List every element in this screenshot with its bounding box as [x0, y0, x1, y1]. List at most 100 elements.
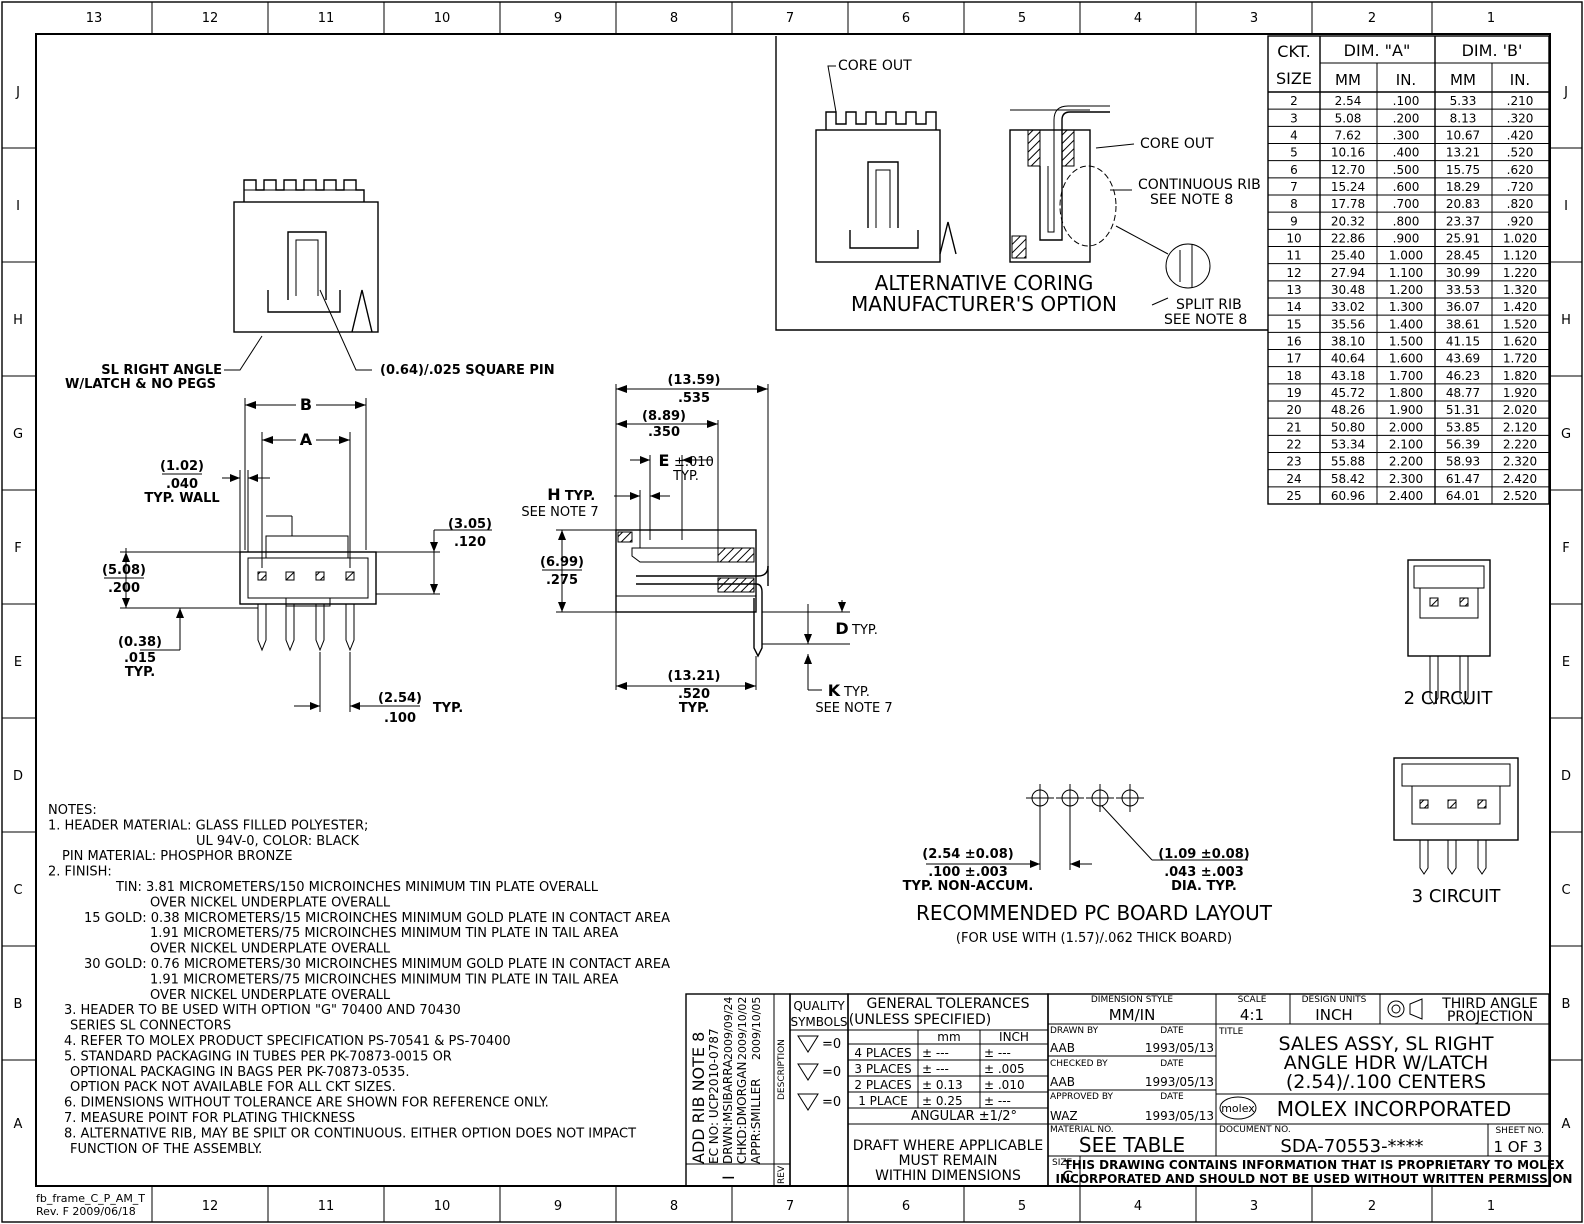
notes: NOTES:1. HEADER MATERIAL: GLASS FILLED P… [48, 803, 670, 1157]
table-cell: 2.420 [1503, 472, 1537, 486]
note-line: OVER NICKEL UNDERPLATE OVERALL [150, 988, 391, 1003]
table-cell: 10.16 [1331, 146, 1365, 160]
dim-e-label: E [659, 451, 670, 470]
tolerance-mm: ± 0.13 [922, 1078, 963, 1092]
table-cell: .900 [1393, 232, 1420, 246]
projection-label-2: PROJECTION [1447, 1009, 1533, 1025]
dim-e-tol: ±.010 [674, 455, 714, 470]
note-line: 7. MEASURE POINT FOR PLATING THICKNESS [64, 1111, 355, 1126]
table-cell: 15.75 [1446, 163, 1480, 177]
size-value: C [1062, 1167, 1073, 1186]
frame-column-label-top: 6 [902, 11, 910, 26]
table-cell: 58.93 [1446, 455, 1480, 469]
drawn-by-value: AAB [1050, 1041, 1075, 1055]
table-cell: 6 [1290, 163, 1298, 177]
frame-column-label-bottom: 11 [318, 1199, 335, 1214]
alt-coring-title-2: MANUFACTURER'S OPTION [851, 292, 1117, 316]
drawn-by-label: DRAWN BY [1050, 1026, 1099, 1036]
table-header-a-mm: MM [1335, 71, 1361, 89]
note-line: SERIES SL CONNECTORS [70, 1019, 231, 1034]
revision-desc-1: ADD RIB NOTE 8 [689, 1032, 708, 1164]
table-cell: 40.64 [1331, 352, 1365, 366]
frame-column-label-top: 3 [1250, 11, 1258, 26]
pcb-hole-in: .043 ±.003 [1164, 865, 1244, 880]
frame-row-label-left: I [16, 199, 20, 214]
table-cell: 60.96 [1331, 489, 1365, 503]
approved-by-value: WAZ [1050, 1109, 1078, 1123]
table-cell: 33.02 [1331, 300, 1365, 314]
table-cell: 1.100 [1389, 266, 1423, 280]
frame-row-label-right: H [1561, 313, 1571, 328]
checked-by-label: CHECKED BY [1050, 1059, 1108, 1069]
frame-column-dividers-bottom [151, 1186, 1433, 1222]
table-cell: 1.720 [1503, 352, 1537, 366]
table-cell: 30.48 [1331, 283, 1365, 297]
table-cell: .700 [1393, 197, 1420, 211]
table-cell: 2.100 [1389, 438, 1423, 452]
dim-h-note: SEE NOTE 7 [521, 505, 598, 520]
dim-k-label: K [828, 681, 841, 700]
note-line: 1.91 MICROMETERS/75 MICROINCHES MINIMUM … [150, 926, 619, 941]
table-cell: 5.33 [1450, 94, 1477, 108]
table-cell: 2.220 [1503, 438, 1537, 452]
sl-latch-label: W/LATCH & NO PEGS [65, 377, 216, 392]
table-cell: .820 [1507, 197, 1534, 211]
frame-column-label-bottom: 6 [902, 1199, 910, 1214]
dim-699-in: .275 [546, 573, 578, 588]
tolerance-mm: ± --- [922, 1046, 949, 1060]
tolerance-mm: ± 0.25 [922, 1094, 963, 1108]
drawing-title-1: SALES ASSY, SL RIGHT [1278, 1033, 1493, 1055]
note-line: 4. REFER TO MOLEX PRODUCT SPECIFICATION … [64, 1034, 511, 1049]
table-cell: 1.800 [1389, 386, 1423, 400]
table-cell: 1.920 [1503, 386, 1537, 400]
frame-row-label-right: E [1562, 655, 1570, 670]
table-cell: 12.70 [1331, 163, 1365, 177]
table-cell: 23 [1286, 455, 1301, 469]
split-rib-note: SEE NOTE 8 [1164, 312, 1247, 328]
dim-889-mm: (8.89) [642, 409, 686, 424]
dim-1359-in: .535 [678, 391, 710, 406]
table-cell: 61.47 [1446, 472, 1480, 486]
table-cell: 1.620 [1503, 335, 1537, 349]
table-header-a-in: IN. [1396, 71, 1416, 89]
checked-date-value: 1993/05/13 [1145, 1075, 1214, 1089]
table-cell: 19 [1286, 386, 1301, 400]
frame-row-label-left: B [14, 997, 23, 1012]
table-cell: .200 [1393, 111, 1420, 125]
frame-column-label-top: 11 [318, 11, 335, 26]
three-circuit-view: 3 CIRCUIT [1393, 757, 1519, 907]
quality-triangle-icon [797, 1093, 819, 1111]
sheet-no-label: SHEET NO. [1495, 1126, 1544, 1136]
table-cell: 16 [1286, 335, 1301, 349]
revision-rev-label: REV [777, 1165, 787, 1184]
dim-h-label: H [547, 485, 560, 504]
pcb-pitch-mm: (2.54 ±0.08) [922, 847, 1013, 862]
dim-1321-typ: TYP. [679, 701, 709, 716]
frame-row-label-right: I [1564, 199, 1568, 214]
frame-column-label-bottom: 9 [554, 1199, 562, 1214]
frame-column-label-bottom: 12 [202, 1199, 219, 1214]
table-cell: 25.40 [1331, 249, 1365, 263]
table-cell: 48.77 [1446, 386, 1480, 400]
approved-date-value: 1993/05/13 [1145, 1109, 1214, 1123]
table-cell: 28.45 [1446, 249, 1480, 263]
table-cell: 14 [1286, 300, 1301, 314]
quality-symbol-value: =0 [822, 1065, 841, 1080]
dim-254-typ: TYP. [433, 701, 463, 716]
quality-label-2: SYMBOLS [790, 1015, 847, 1029]
frame-row-label-right: A [1562, 1117, 1571, 1132]
pcb-title: RECOMMENDED PC BOARD LAYOUT [916, 901, 1273, 925]
note-line: 5. STANDARD PACKAGING IN TUBES PER PK-70… [64, 1049, 452, 1064]
note-line: OVER NICKEL UNDERPLATE OVERALL [150, 942, 391, 957]
revision-appr: APPR:SMILLER [749, 1079, 763, 1165]
tolerance-places: 2 PLACES [854, 1078, 911, 1092]
frame-column-label-top: 13 [86, 11, 103, 26]
table-header-b-mm: MM [1450, 71, 1476, 89]
table-cell: 1.300 [1389, 300, 1423, 314]
quality-symbol-value: =0 [822, 1095, 841, 1110]
table-cell: .100 [1393, 94, 1420, 108]
tolerance-inch: ± --- [984, 1046, 1011, 1060]
